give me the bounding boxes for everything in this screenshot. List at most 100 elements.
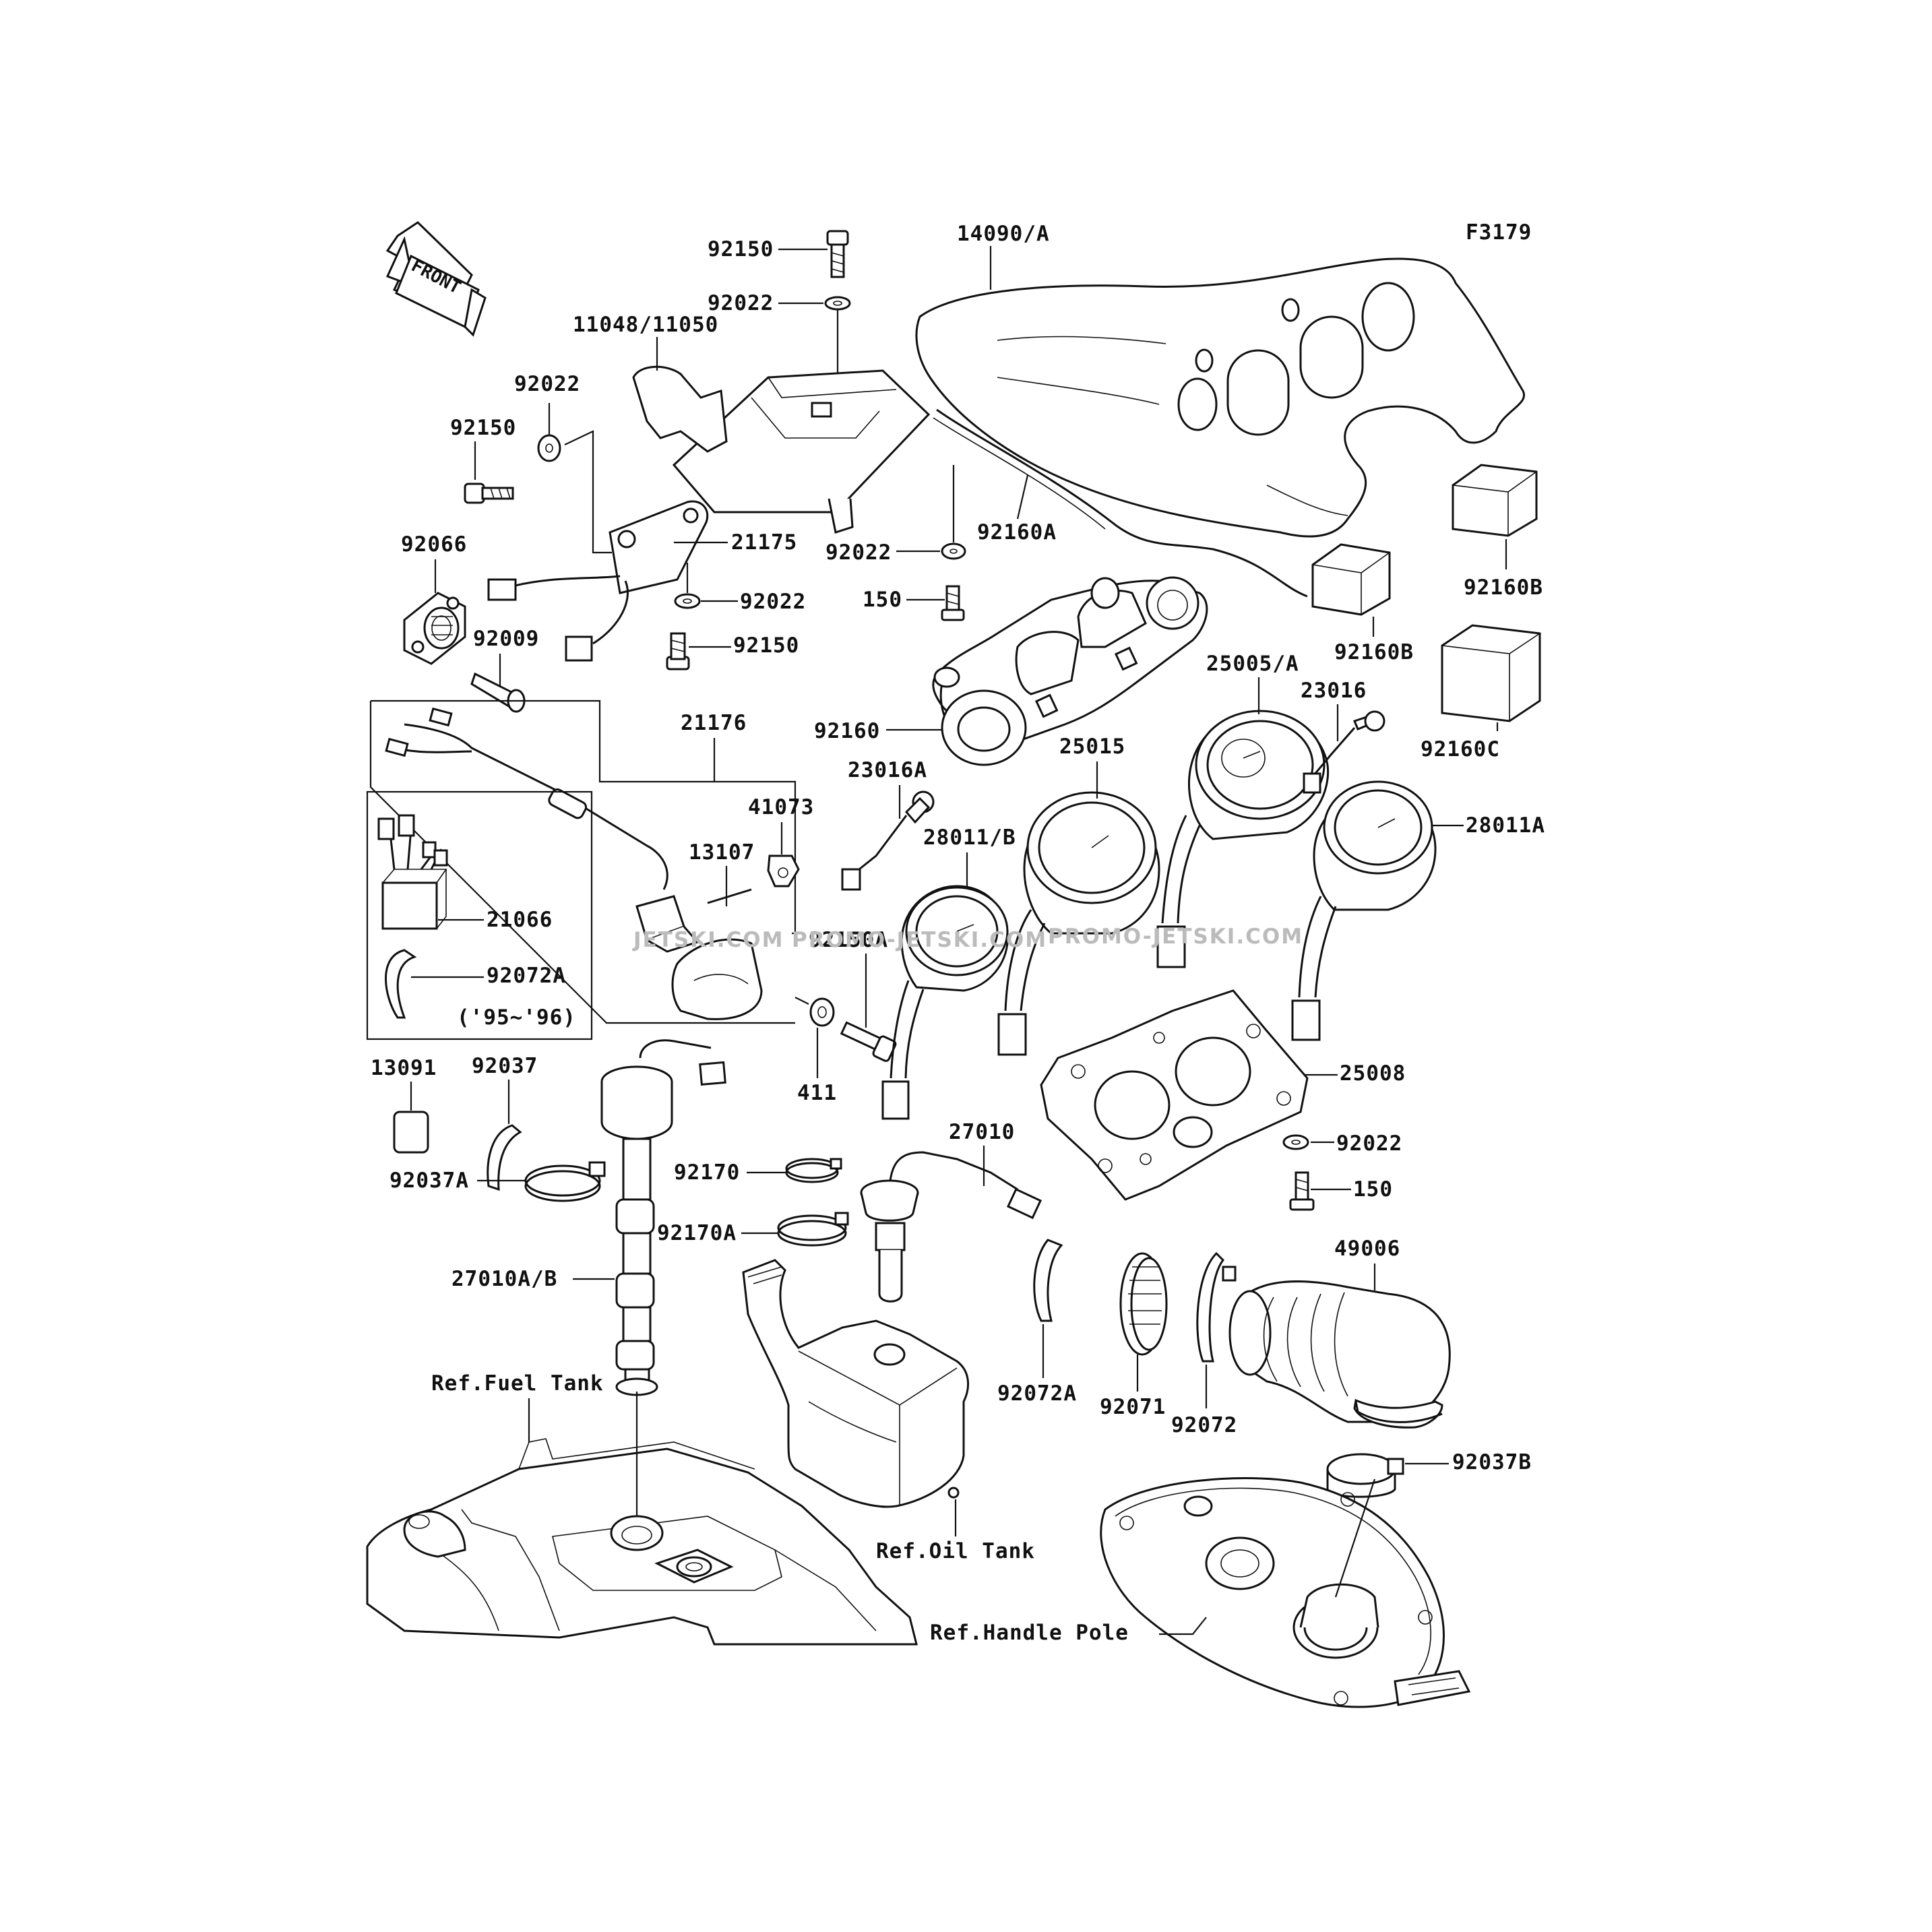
- label-92037A: 92037A: [389, 1168, 469, 1193]
- label-21176: 21176: [681, 711, 747, 735]
- label-23016: 23016: [1301, 679, 1367, 703]
- label-92160B-2: 92160B: [1334, 640, 1414, 664]
- label-25005: 25005/A: [1206, 652, 1299, 676]
- watermark-3: PROMO-JETSKI.COM: [1048, 925, 1303, 949]
- figure-code: F3179: [1466, 220, 1532, 245]
- tie-92072A-lower: [1033, 1239, 1063, 1322]
- label-92160: 92160: [814, 719, 880, 743]
- washer-92022-lower: [1282, 1134, 1309, 1150]
- sender-27010AB: [600, 1039, 726, 1396]
- label-92150-left: 92150: [450, 416, 516, 440]
- bolt-92150-top: [826, 230, 849, 278]
- label-92022-left: 92022: [514, 372, 580, 396]
- screw-150-lower: [1289, 1171, 1315, 1211]
- label-92170A: 92170A: [657, 1221, 737, 1245]
- label-92037: 92037: [472, 1054, 538, 1078]
- variant-note: ('95~'96): [457, 1005, 576, 1030]
- watermark-2: PROMO-JETSKI.COM: [792, 928, 1047, 952]
- label-21066: 21066: [487, 908, 553, 932]
- label-25008: 25008: [1340, 1061, 1406, 1086]
- label-92009: 92009: [473, 627, 539, 651]
- label-28011A: 28011A: [1466, 813, 1545, 838]
- label-41073: 41073: [748, 795, 814, 819]
- front-arrow-icon: FRONT: [385, 221, 487, 337]
- grommet-92066: [403, 592, 466, 665]
- label-92160A: 92160A: [977, 520, 1057, 544]
- rubber-block-92160B-low: [1311, 543, 1391, 616]
- label-92150-top: 92150: [708, 237, 774, 261]
- label-92071: 92071: [1100, 1395, 1166, 1419]
- bellows-49006: [1228, 1280, 1451, 1429]
- bolt-92150-mid: [666, 632, 690, 671]
- label-92170: 92170: [674, 1160, 740, 1185]
- screw-150-top: [941, 585, 965, 621]
- gauge-25005: [1156, 710, 1330, 968]
- label-ref-handle-pole: Ref.Handle Pole: [930, 1621, 1129, 1645]
- gauge-28011B: [881, 885, 1009, 1120]
- clamp-92037B: [1326, 1453, 1404, 1498]
- label-27010: 27010: [949, 1120, 1015, 1144]
- tie-92072: [1196, 1251, 1225, 1363]
- label-150-lower: 150: [1353, 1177, 1393, 1202]
- sender-23016: [1303, 710, 1385, 794]
- label-411: 411: [797, 1081, 837, 1105]
- label-92160B-1: 92160B: [1464, 575, 1543, 600]
- label-92022-mid: 92022: [740, 590, 806, 614]
- label-ref-oil-tank: Ref.Oil Tank: [876, 1539, 1035, 1563]
- washer-92022-top: [824, 296, 851, 311]
- label-49006: 49006: [1334, 1237, 1400, 1261]
- tie-92072A-box: [385, 949, 417, 1019]
- label-23016A: 23016A: [848, 758, 927, 782]
- rubber-block-92160C: [1441, 624, 1541, 722]
- rectifier-21066: [377, 814, 448, 930]
- label-13107: 13107: [689, 840, 755, 865]
- watermark-1: JETSKI.COM: [632, 928, 784, 952]
- gauge-28011A: [1291, 780, 1437, 1041]
- fuel-tank: [366, 1438, 918, 1646]
- bolt-92150A: [840, 1021, 897, 1062]
- label-92022-right: 92022: [825, 540, 892, 565]
- switch-cover-411: [671, 938, 763, 1020]
- gauge-holder-92160: [932, 576, 1208, 766]
- box-21176: [371, 699, 797, 935]
- label-92037B: 92037B: [1452, 1450, 1532, 1474]
- sender-27010: [860, 1151, 1042, 1303]
- label-27010AB: 27010A/B: [451, 1267, 557, 1291]
- rubber-block-92160B-top: [1452, 464, 1538, 537]
- plug-13091: [393, 1111, 429, 1154]
- clamp-92037A: [524, 1161, 606, 1202]
- grommet-92071: [1119, 1252, 1168, 1356]
- label-14090: 14090/A: [957, 222, 1050, 246]
- label-92150-mid: 92150: [733, 633, 799, 658]
- label-ref-fuel-tank: Ref.Fuel Tank: [431, 1371, 604, 1396]
- washer-92022-right: [941, 542, 966, 560]
- label-21175: 21175: [731, 530, 797, 555]
- harness-21176: [385, 707, 699, 953]
- label-92072A-lower: 92072A: [997, 1381, 1077, 1406]
- label-92022-lower: 92022: [1336, 1131, 1402, 1156]
- label-150-top: 150: [863, 588, 902, 612]
- gasket-25008: [1040, 989, 1309, 1201]
- bracket-11048: [632, 365, 931, 534]
- clip-41073: [767, 854, 800, 887]
- washer-92022-mid: [674, 593, 701, 609]
- label-92066: 92066: [401, 532, 467, 557]
- washer-92022-left: [537, 434, 561, 462]
- handle-pole-base: [1100, 1477, 1471, 1708]
- screw-92009: [470, 672, 526, 713]
- coil-21175: [487, 500, 709, 662]
- clamp-92170: [785, 1158, 842, 1183]
- bolt-92150-left: [464, 482, 514, 504]
- sender-23016A: [841, 790, 935, 891]
- oil-tank: [742, 1259, 970, 1508]
- label-11048: 11048/11050: [573, 313, 718, 337]
- tie-92037: [487, 1124, 522, 1191]
- label-92022-top: 92022: [708, 291, 774, 315]
- gauge-25015: [997, 791, 1160, 1056]
- clamp-92170A: [777, 1212, 849, 1247]
- label-92072: 92072: [1171, 1413, 1237, 1437]
- label-92072A-box: 92072A: [487, 964, 566, 988]
- washer-411: [809, 997, 835, 1027]
- label-92150A: 92150A: [809, 928, 888, 952]
